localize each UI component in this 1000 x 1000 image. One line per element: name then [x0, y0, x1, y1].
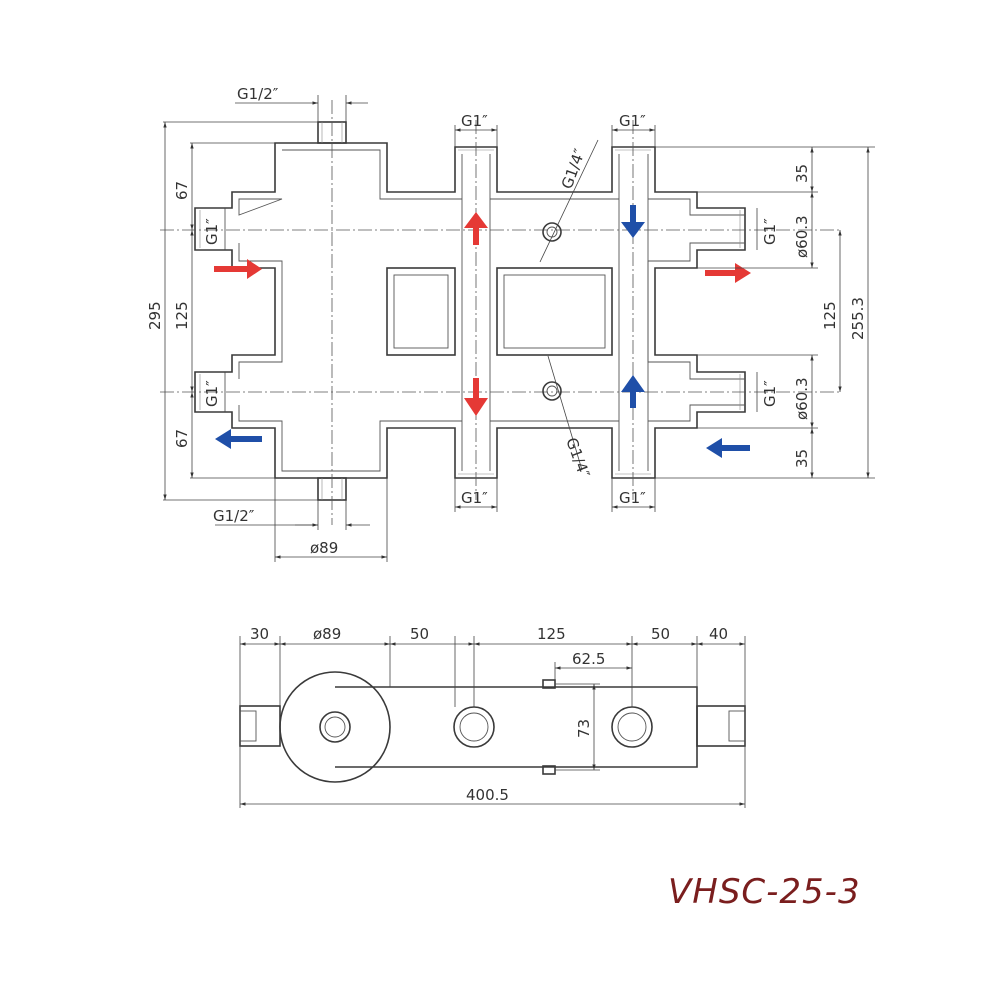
dim-left-bottom: 67 [173, 429, 191, 448]
dim-left-top: 67 [173, 181, 191, 200]
sensor-bottom-label: G1/4″ [562, 435, 593, 480]
riser2-bottom-label: G1″ [619, 489, 646, 507]
side-dim-4: 125 [537, 625, 566, 643]
hot-arrow-up-icon [464, 212, 488, 245]
side-view: 30 ø89 50 125 50 40 62.5 73 400.5 [239, 625, 746, 808]
hot-arrow-down-icon [464, 378, 488, 416]
dim-right-dia-lower: ø60.3 [793, 377, 811, 420]
side-dim-6: 40 [709, 625, 728, 643]
dim-overall-height: 295 [146, 301, 164, 330]
right-window [496, 267, 613, 356]
dim-right-overall: 255.3 [849, 297, 867, 340]
side-port-collector [319, 711, 351, 743]
dim-left-mid: 125 [173, 301, 191, 330]
flow-arrows [214, 205, 751, 458]
port-bottom-label: G1/2″ [213, 507, 255, 525]
sensor-port-lower [542, 381, 562, 401]
riser1-top-label: G1″ [461, 112, 488, 130]
right-upper-label: G1″ [761, 218, 779, 245]
left-window [386, 267, 456, 356]
riser2-top-label: G1″ [619, 112, 646, 130]
left-collector-inner [238, 149, 745, 472]
left-collector-outline [194, 142, 746, 479]
cold-arrow-in-icon [706, 438, 750, 458]
left-window-inner [393, 274, 449, 349]
side-dim-5: 50 [651, 625, 670, 643]
dim-right-dia-upper: ø60.3 [793, 215, 811, 258]
cold-arrow-down-icon [621, 205, 645, 238]
side-dim-2: ø89 [313, 625, 341, 643]
dim-right-bottom: 35 [793, 449, 811, 468]
cold-arrow-out-icon [215, 429, 262, 449]
side-height: 73 [575, 719, 593, 738]
top-view: G1/2″ G1/2″ G1″ G1″ G1″ G1″ G1/4″ G1/4″ … [146, 85, 875, 562]
side-overall-length: 400.5 [466, 786, 509, 804]
side-dim-1: 30 [250, 625, 269, 643]
port-top-label: G1/2″ [237, 85, 279, 103]
side-round-collector [279, 671, 391, 783]
riser1-bottom-label: G1″ [461, 489, 488, 507]
cold-arrow-up-icon [621, 375, 645, 408]
side-right-nipple [696, 705, 746, 747]
right-window-inner [503, 274, 606, 349]
dim-body-diameter: ø89 [310, 539, 338, 557]
side-sensor-spacing: 62.5 [572, 650, 605, 668]
dim-right-top: 35 [793, 164, 811, 183]
dim-right-mid: 125 [821, 301, 839, 330]
left-lower-label: G1″ [203, 380, 221, 407]
hot-arrow-out-icon [705, 263, 751, 283]
sensor-port-upper [542, 222, 562, 242]
hot-arrow-in-icon [214, 259, 262, 279]
side-dim-3: 50 [410, 625, 429, 643]
side-left-nipple [239, 705, 281, 747]
model-title: VHSC-25-3 [668, 872, 861, 912]
right-lower-label: G1″ [761, 380, 779, 407]
left-upper-label: G1″ [203, 218, 221, 245]
